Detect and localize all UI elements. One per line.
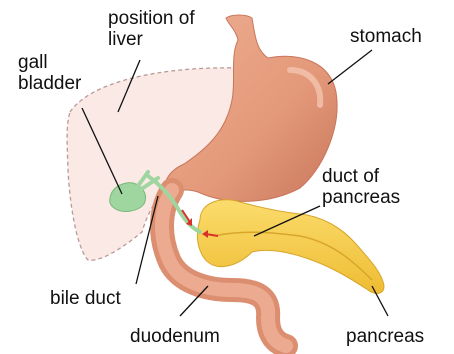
- label-duct-of-pancreas: duct of pancreas: [322, 166, 400, 208]
- label-bile-duct: bile duct: [50, 288, 121, 309]
- label-gall-bladder: gall bladder: [18, 52, 81, 94]
- label-pancreas: pancreas: [346, 326, 424, 347]
- label-duodenum: duodenum: [130, 326, 220, 347]
- leader-stomach: [328, 50, 372, 84]
- label-position-of-liver: position of liver: [108, 8, 195, 50]
- label-stomach: stomach: [350, 26, 422, 47]
